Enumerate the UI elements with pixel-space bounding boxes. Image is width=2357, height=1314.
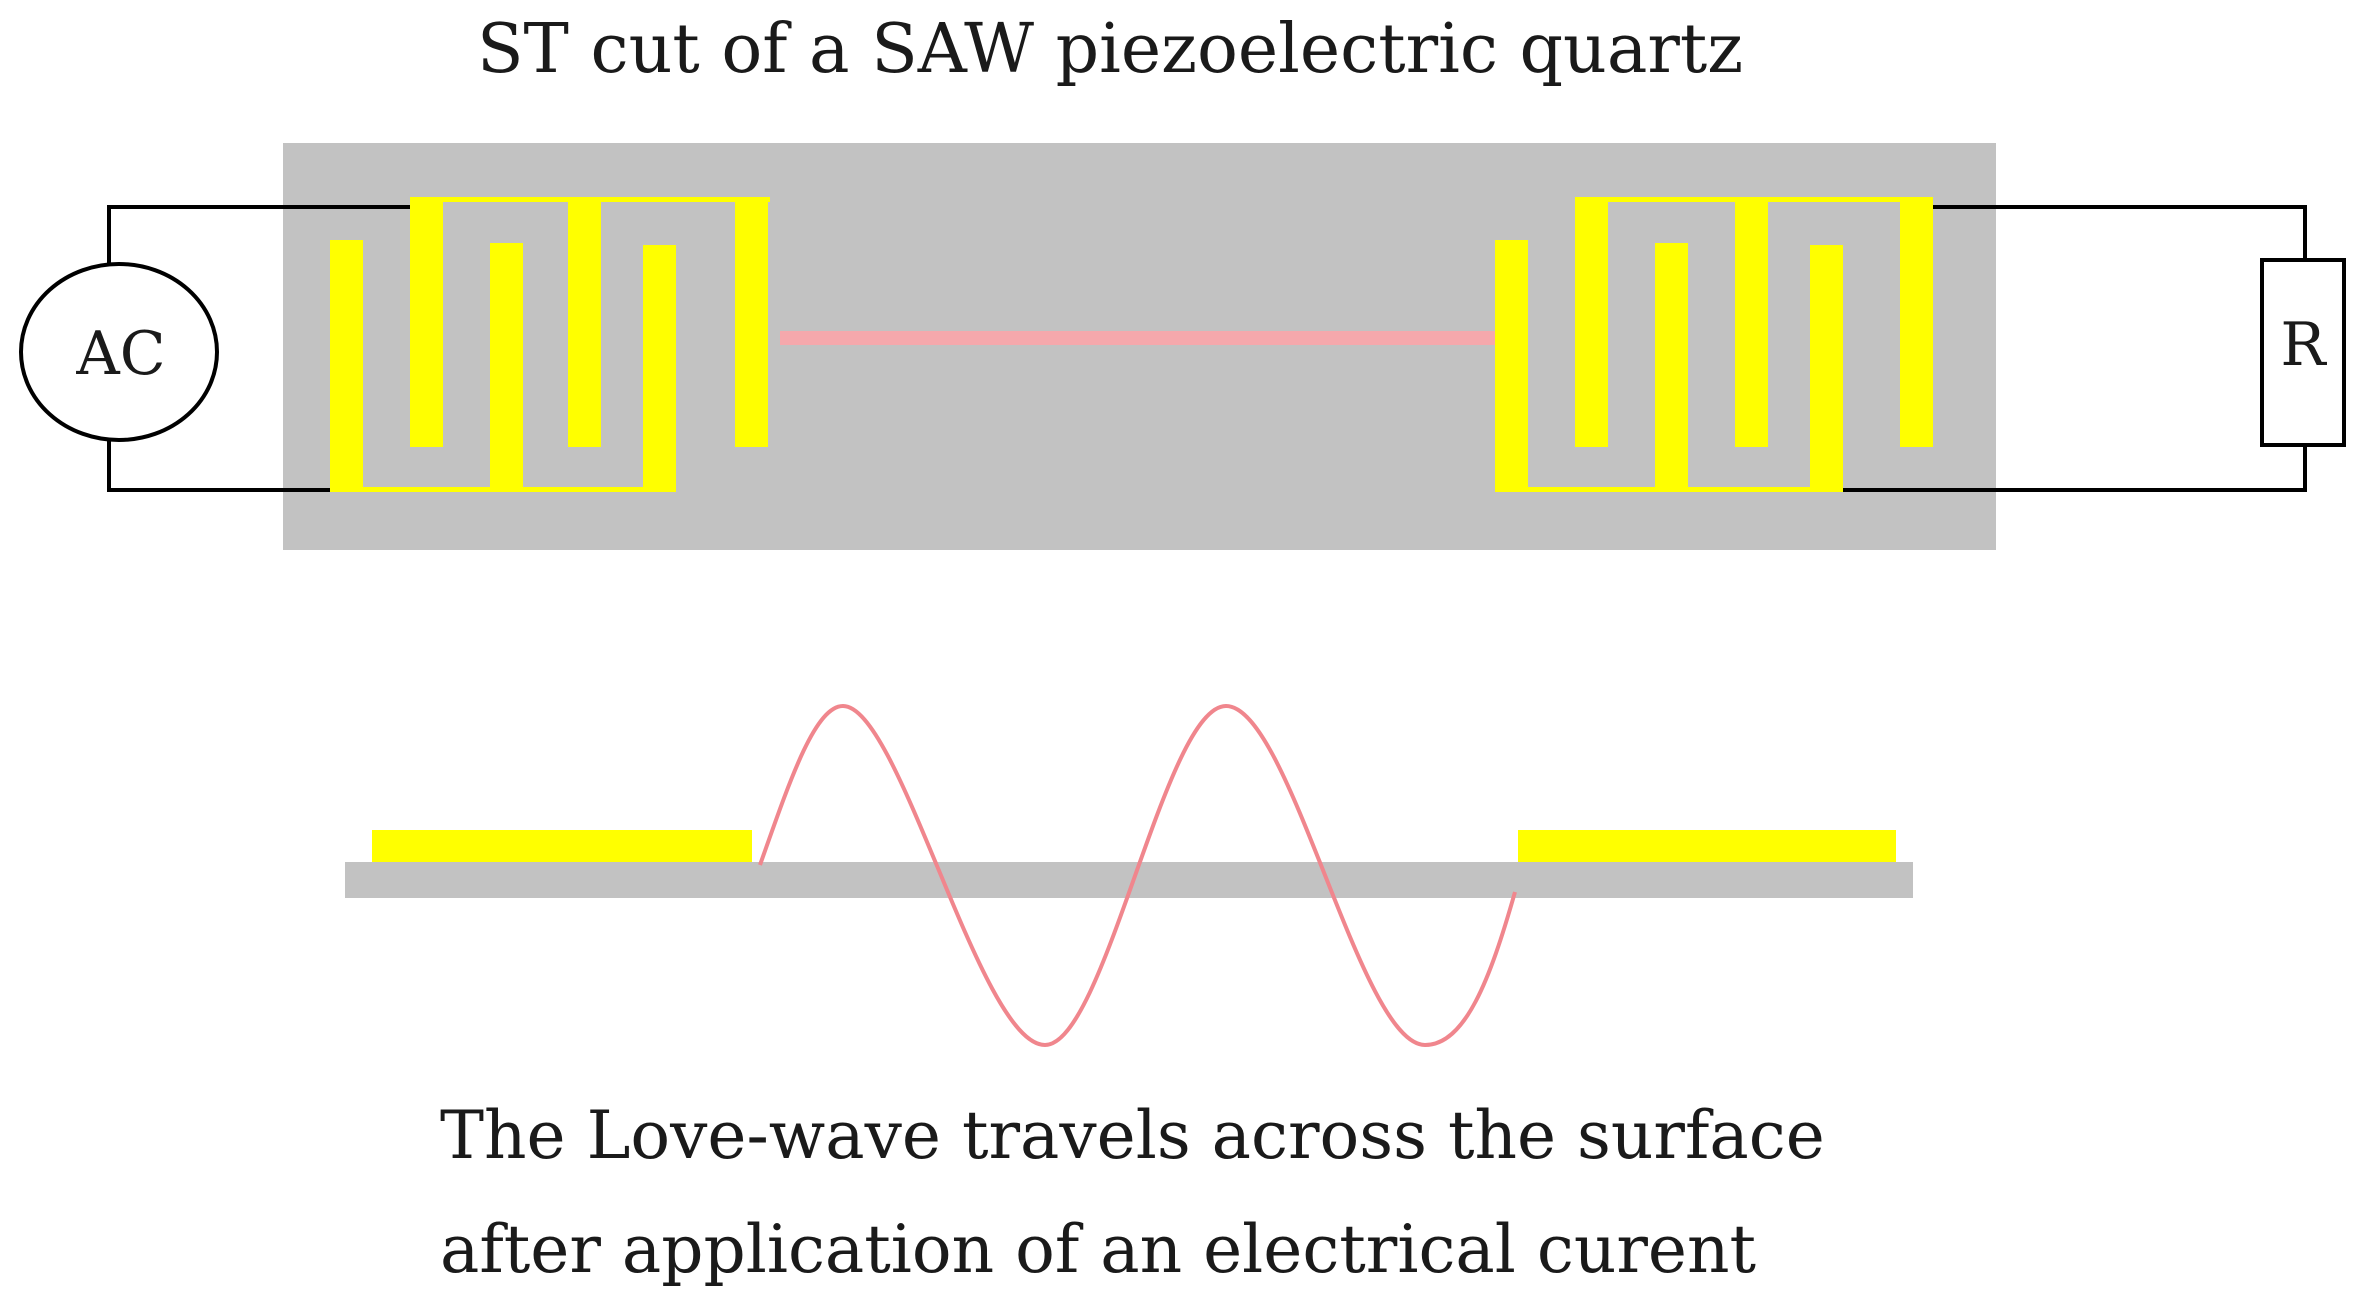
input-idt-finger [330,240,363,492]
input-idt-finger [735,202,768,447]
ac-source-label: AC [75,319,165,389]
load-resistor: R [2260,258,2346,447]
input-idt-finger [490,243,523,492]
output-idt-finger [1810,245,1843,492]
input-circuit-wires [107,205,410,492]
load-resistor-label: R [2280,310,2327,380]
output-idt-finger [1495,240,1528,492]
output-idt-finger [1655,243,1688,492]
output-idt-finger [1575,202,1608,447]
love-wave [758,703,1517,1048]
ac-source: AC [19,262,219,442]
input-electrode-side-view [372,830,752,862]
output-idt-finger [1735,202,1768,447]
caption-line-1: The Love-wave travels across the surface [440,1097,1825,1174]
output-idt [1495,197,1933,492]
input-idt [330,197,770,492]
output-circuit-wires [1835,205,2307,492]
input-idt-finger [410,202,443,447]
caption-line-2: after application of an electrical curen… [440,1211,1756,1288]
diagram-title: ST cut of a SAW piezoelectric quartz [477,10,1743,89]
output-electrode-side-view [1518,830,1896,862]
output-idt-finger [1900,202,1933,447]
input-idt-finger [568,202,601,447]
output-idt-top-busbar [1575,197,1933,202]
input-idt-finger [643,245,676,492]
input-idt-top-busbar [410,197,770,202]
